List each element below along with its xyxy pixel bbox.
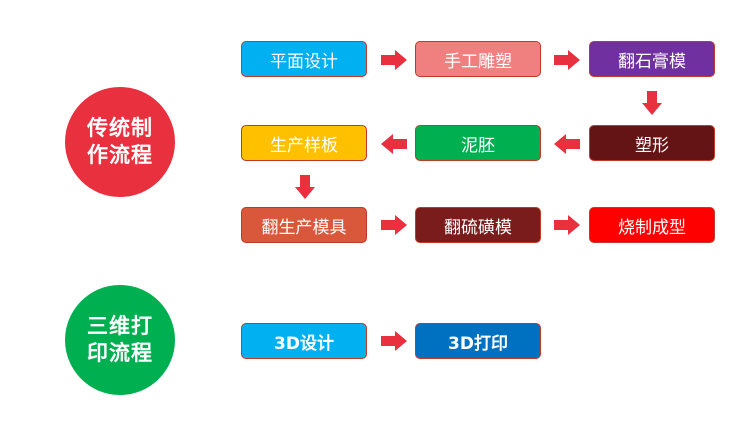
step-3d-printing: 3D打印 <box>415 323 541 359</box>
arrow-right-icon <box>381 50 407 70</box>
arrow-left-icon <box>554 134 580 154</box>
step-hand-sculpting: 手工雕塑 <box>415 41 541 77</box>
arrow-right-icon <box>554 50 580 70</box>
printing-circle-line2: 印流程 <box>87 341 153 365</box>
arrow-down-icon <box>295 175 315 199</box>
arrow-down-icon <box>642 91 662 115</box>
step-3d-design: 3D设计 <box>241 323 367 359</box>
arrow-right-icon <box>381 331 407 351</box>
step-sulfur-mold: 翻硫磺模 <box>415 207 541 243</box>
printing-circle-line1: 三维打 <box>87 314 153 338</box>
traditional-circle-line2: 作流程 <box>87 143 153 167</box>
step-plaster-mold: 翻石膏模 <box>589 41 715 77</box>
arrow-right-icon <box>554 215 580 235</box>
printing-process-circle: 三维打 印流程 <box>65 285 175 395</box>
traditional-process-circle: 传统制 作流程 <box>65 87 175 197</box>
step-shaping: 塑形 <box>589 125 715 161</box>
traditional-circle-line1: 传统制 <box>87 116 153 140</box>
step-production-sample: 生产样板 <box>241 125 367 161</box>
step-firing: 烧制成型 <box>589 207 715 243</box>
step-clay-blank: 泥胚 <box>415 125 541 161</box>
step-graphic-design: 平面设计 <box>241 41 367 77</box>
step-production-mold: 翻生产模具 <box>241 207 367 243</box>
arrow-left-icon <box>381 134 407 154</box>
arrow-right-icon <box>381 215 407 235</box>
